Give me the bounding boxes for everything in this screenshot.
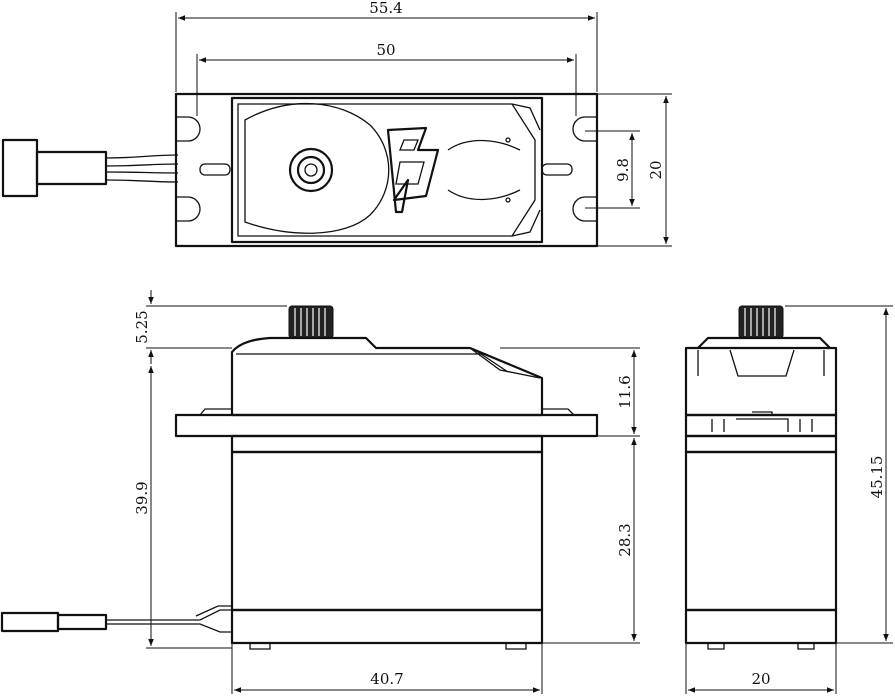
dim-spline-height: 5.25 (133, 310, 151, 343)
end-flange (684, 413, 838, 438)
bottom-cover-side (230, 608, 544, 645)
mount-slot-left (199, 163, 231, 176)
servo-wires (105, 154, 179, 183)
case-contour (447, 139, 521, 201)
dim-lower-case: 28.3 (616, 523, 634, 556)
mount-hole-right-top (572, 116, 597, 142)
dim-body-length: 40.7 (370, 670, 403, 688)
end-top-cap (697, 336, 831, 349)
lower-case-side (230, 450, 544, 612)
output-gear-housing (244, 103, 390, 234)
dim-overall-width: 55.4 (369, 0, 402, 17)
side-connector-plug (0, 611, 60, 633)
dim-slot-spacing: 9.8 (614, 158, 632, 182)
dim-upper-case: 11.6 (616, 375, 634, 408)
end-middle-case (684, 434, 838, 454)
output-spline-ring (296, 155, 326, 185)
top-case (230, 96, 544, 244)
end-view: 45.15 20 (684, 305, 893, 694)
top-case-inner (237, 103, 536, 237)
top-view: 55.4 50 9.8 20 (1, 0, 672, 248)
brand-logo (386, 126, 440, 214)
mount-hole-left-top (176, 116, 201, 142)
dim-hole-spacing: 50 (376, 41, 395, 59)
dim-end-body-width: 20 (751, 670, 770, 688)
middle-case-side (230, 434, 544, 454)
mount-slot-right (541, 163, 573, 176)
upper-case-side (230, 336, 544, 417)
output-spline-center (304, 163, 318, 177)
connector-plug (1, 138, 39, 198)
mounting-flange-side (174, 413, 599, 438)
side-connector-body (56, 613, 108, 631)
output-spline-outer (288, 147, 334, 193)
connector-body (35, 150, 108, 186)
side-view: 5.25 39.9 11.6 28.3 40.7 (0, 290, 640, 694)
dim-total-height: 39.9 (133, 481, 151, 514)
dim-top-body-width: 20 (647, 160, 665, 179)
end-bottom-cover (684, 608, 838, 645)
mount-hole-right-bottom (572, 196, 597, 222)
dim-end-total-height: 45.15 (868, 456, 886, 499)
end-lower-case (684, 450, 838, 612)
end-upper-case (684, 346, 838, 417)
mount-hole-left-bottom (176, 196, 201, 222)
